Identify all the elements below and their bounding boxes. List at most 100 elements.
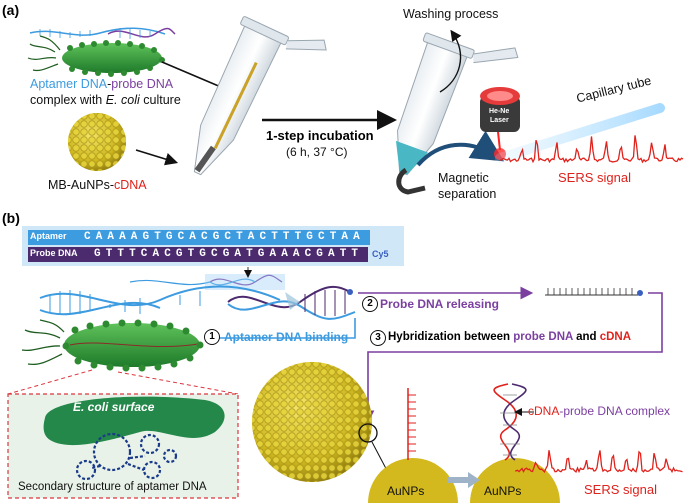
sers-label-a: SERS signal (558, 170, 631, 185)
base-letter: C (84, 231, 91, 243)
sers-label-b: SERS signal (584, 482, 657, 497)
step1-label: Aptamer DNA binding (224, 330, 349, 344)
laser-label-2: Laser (490, 117, 509, 124)
base-letter: C (211, 248, 218, 260)
aunp-dome-2 (470, 458, 560, 503)
base-letter: C (318, 231, 325, 243)
base-letter: T (282, 231, 290, 243)
base-letter: C (304, 248, 312, 260)
base-letter: A (152, 248, 160, 260)
base-letter: A (328, 248, 335, 260)
base-letter: A (247, 231, 255, 243)
base-letter: T (246, 248, 253, 260)
base-letter: C (177, 231, 185, 243)
cdna-probe-duplex (493, 383, 527, 461)
arrow-to-tube-1 (161, 61, 231, 93)
base-letter: A (189, 231, 196, 243)
base-letter: A (281, 248, 288, 260)
washing-label: Washing process (403, 7, 499, 21)
base-letter: G (257, 248, 265, 260)
base-letter: T (236, 231, 243, 243)
sers-signal-trace-b (515, 450, 683, 474)
aptamer-row-label: Aptamer (30, 231, 67, 241)
step3-badge: 3 (370, 330, 386, 346)
step3-label: Hybridization between probe DNA and cDNA (388, 331, 632, 343)
step-title: 1-step incubation (266, 128, 374, 143)
base-letter: C (140, 248, 148, 260)
base-letter: C (224, 231, 231, 243)
laser-label-1: He-Ne (489, 108, 510, 115)
base-letter: T (329, 231, 337, 243)
magnetic-label-1: Magnetic (438, 171, 489, 185)
probe-seq-bar (28, 247, 368, 262)
base-letter: T (271, 231, 278, 243)
base-letter: G (316, 248, 323, 260)
base-letter: G (199, 248, 206, 260)
complex-label: cDNA-probe DNA complex (528, 404, 671, 418)
base-letter: A (95, 231, 103, 243)
sers-signal-trace-a (499, 135, 684, 164)
step1-badge: 1 (204, 329, 220, 345)
cdna-strand (407, 388, 416, 460)
base-letter: G (222, 248, 230, 260)
capillary-tube (495, 103, 665, 163)
aptamer-probe-dna-icon (29, 27, 176, 39)
base-letter: C (164, 248, 171, 260)
cy5-label: Cy5 (372, 249, 389, 259)
incubation-tube (193, 16, 327, 176)
base-letter: A (341, 231, 348, 243)
aunps-label-1: AuNPs (387, 484, 425, 498)
base-letter: A (269, 248, 277, 260)
base-letter: A (234, 248, 241, 260)
base-letter: A (353, 231, 360, 243)
aptamer-seq-bar (28, 230, 370, 245)
arrow-to-tube-2 (135, 149, 179, 166)
probe-row-label: Probe DNA (30, 248, 78, 258)
hybridization-path (361, 292, 663, 424)
base-letter: T (339, 248, 347, 260)
base-letter: G (175, 248, 183, 260)
zoom-circle (358, 423, 378, 443)
base-letter: T (117, 248, 124, 260)
base-letter: T (187, 248, 195, 260)
base-letter: C (259, 231, 267, 243)
aunp-dome-1 (368, 458, 458, 503)
ecoli-bacterium-b (21, 319, 204, 372)
step-subtitle: (6 h, 37 °C) (286, 145, 348, 159)
base-letter: A (130, 231, 138, 243)
separation-tube (395, 32, 519, 176)
base-letter: T (294, 231, 302, 243)
binding-connector (215, 318, 356, 339)
base-letter: T (129, 248, 136, 260)
released-probe-dna (545, 288, 643, 296)
base-letter: A (107, 231, 114, 243)
aunp-particle-b (252, 362, 372, 482)
step2-label: Probe DNA releasing (380, 297, 499, 311)
ecoli-bacterium-icon (27, 35, 165, 77)
base-letter: T (154, 231, 161, 243)
aptamer-probe-helix (39, 285, 356, 320)
aptamer-caption-line2: complex with E. coli culture (30, 93, 181, 107)
magnetic-label-2: separation (438, 187, 497, 201)
base-letter: A (119, 231, 126, 243)
secondary-structure-label: Secondary structure of aptamer DNA (18, 481, 207, 493)
base-letter: G (94, 248, 101, 260)
ecoli-surface-label: E. coli surface (73, 400, 155, 414)
mb-aunp-caption: MB-AuNPs-cDNA (48, 178, 147, 192)
base-letter: A (292, 248, 300, 260)
washing-arrow (439, 29, 462, 93)
base-letter: T (105, 248, 113, 260)
aunps-label-2: AuNPs (484, 484, 522, 498)
base-letter: G (212, 231, 220, 243)
aptamer-caption-line1: Aptamer DNA-probe DNA (30, 77, 174, 91)
mb-aunp-cdna-particle (68, 113, 126, 171)
base-letter: G (165, 231, 173, 243)
panel-b-label: (b) (2, 210, 20, 226)
base-letter: G (142, 231, 150, 243)
magnet-icon (396, 167, 426, 195)
panel-a-label: (a) (2, 2, 20, 18)
step2-badge: 2 (362, 296, 378, 312)
base-letter: G (306, 231, 313, 243)
ecoli-surface-shape (43, 396, 225, 446)
